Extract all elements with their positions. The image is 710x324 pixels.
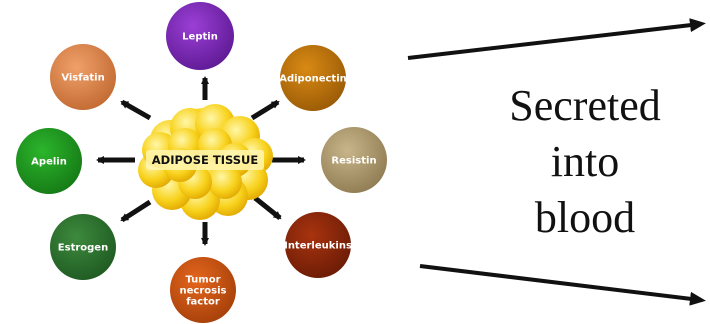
node-label-interleukins: Interleukins	[284, 241, 352, 252]
node-label-tnf: Tumor	[185, 275, 220, 286]
node-visfatin: Visfatin	[50, 44, 116, 110]
node-label-apelin: Apelin	[31, 157, 67, 168]
node-label-leptin: Leptin	[182, 32, 218, 43]
node-label-visfatin: Visfatin	[61, 73, 104, 84]
node-label-tnf: factor	[186, 297, 220, 308]
arrow-to-interleukins	[255, 198, 280, 218]
arrow-to-estrogen	[122, 202, 150, 220]
arrow-to-adiponectin	[252, 102, 278, 118]
node-label-adiponectin: Adiponectin	[279, 74, 347, 85]
node-label-resistin: Resistin	[331, 156, 376, 167]
caption-line-3: blood	[470, 190, 700, 246]
node-label-estrogen: Estrogen	[58, 243, 108, 254]
arrow-to-visfatin	[122, 102, 150, 118]
node-adiponectin: Adiponectin	[279, 45, 347, 111]
node-estrogen: Estrogen	[50, 214, 116, 280]
node-leptin: Leptin	[166, 2, 234, 70]
lower-arrow	[420, 266, 700, 300]
adipose-tissue-hub: ADIPOSE TISSUE	[138, 104, 273, 220]
caption-line-2: into	[470, 134, 700, 190]
node-label-tnf: necrosis	[180, 286, 227, 297]
caption-line-1: Secreted	[470, 78, 700, 134]
upper-arrow	[408, 24, 700, 58]
caption-secreted-into-blood: Secreted into blood	[470, 78, 700, 246]
hub-label: ADIPOSE TISSUE	[152, 153, 259, 167]
node-interleukins: Interleukins	[284, 212, 352, 278]
node-apelin: Apelin	[16, 128, 82, 194]
node-resistin: Resistin	[321, 127, 387, 193]
